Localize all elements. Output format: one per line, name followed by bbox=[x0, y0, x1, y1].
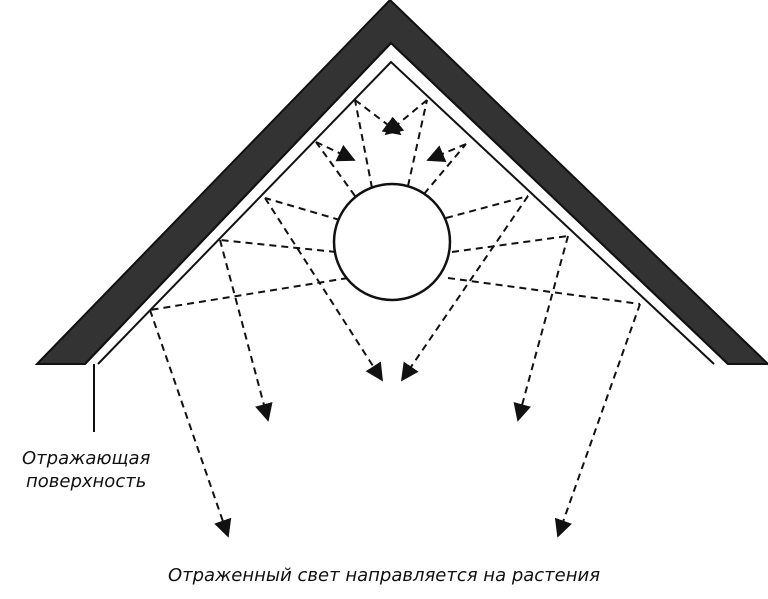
reflective-surface-label: Отражающая поверхность bbox=[22, 447, 150, 494]
lamp bbox=[332, 182, 452, 302]
ray-lamp-to-roof bbox=[219, 239, 337, 253]
ray-lamp-to-roof bbox=[315, 141, 356, 197]
ray-reflected-down bbox=[264, 197, 383, 382]
ray-lamp-to-roof bbox=[423, 143, 467, 195]
ray-reflected-down bbox=[149, 309, 232, 538]
ray-reflected-down bbox=[554, 303, 641, 538]
ray-reflected-apex bbox=[315, 141, 356, 162]
reflective-surface-inner-line bbox=[97, 60, 715, 365]
ray-lamp-to-roof bbox=[264, 197, 341, 221]
ray-lamp-to-roof bbox=[354, 99, 373, 189]
ray-lamp-to-roof bbox=[407, 99, 428, 187]
reflective-surface-label-line1: Отражающая bbox=[22, 448, 151, 469]
light-rays bbox=[149, 99, 641, 538]
ray-reflected-apex bbox=[426, 143, 467, 163]
ray-lamp-to-roof bbox=[447, 277, 641, 305]
reflective-surface-label-line2: поверхность bbox=[26, 471, 147, 493]
reflective-surface-line bbox=[84, 41, 729, 365]
ray-reflected-apex bbox=[354, 99, 402, 136]
ray-lamp-to-roof bbox=[451, 235, 569, 253]
ray-reflected-apex bbox=[384, 99, 428, 136]
ray-lamp-to-roof bbox=[445, 195, 529, 219]
ray-reflected-down bbox=[513, 235, 569, 422]
diagram-caption: Отраженный свет направляется на растения bbox=[167, 565, 601, 586]
ray-lamp-to-roof bbox=[149, 277, 349, 311]
ray-reflected-down bbox=[219, 239, 273, 422]
ray-reflected-down bbox=[400, 195, 529, 382]
